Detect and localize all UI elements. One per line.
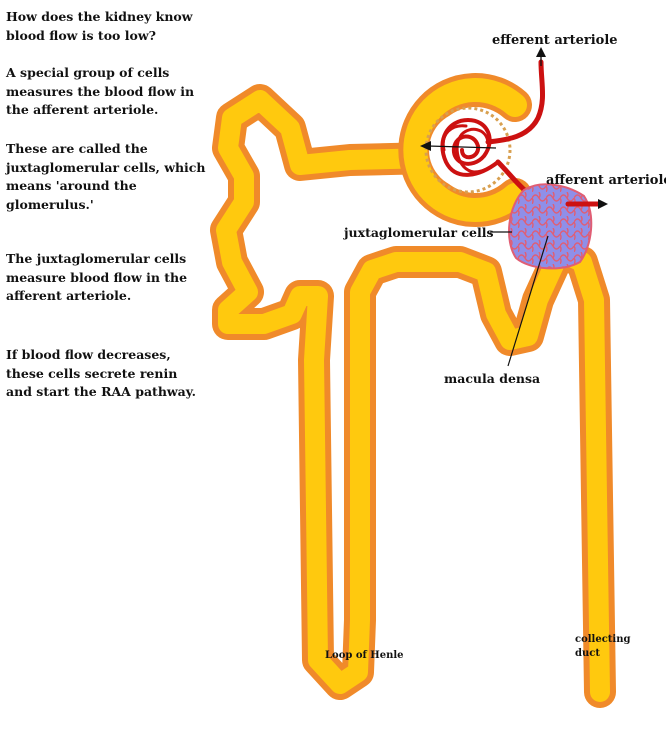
efferent-arrow [536, 47, 546, 66]
intro-called: These are called the juxtaglomerular cel… [6, 141, 206, 212]
label-collecting-duct-line1: collecting [575, 634, 631, 645]
label-macula-densa: macula densa [444, 371, 540, 386]
flow-arrow [420, 141, 497, 151]
intro-measure: The juxtaglomerular cells measure blood … [6, 251, 188, 303]
label-loop-of-henle: Loop of Henle [325, 650, 404, 661]
label-collecting-duct-line2: duct [575, 648, 600, 659]
intro-question: How does the kidney know blood flow is t… [6, 9, 193, 43]
juxtaglomerular-cells-cluster [508, 183, 593, 270]
label-efferent-arteriole: efferent arteriole [492, 33, 618, 48]
label-juxtaglomerular-cells: juxtaglomerular cells [343, 225, 494, 240]
afferent-arrowhead [598, 199, 608, 209]
efferent-arteriole-vessel [485, 59, 545, 145]
nephron-tubule [210, 84, 616, 708]
macula-pointer-line [507, 235, 549, 367]
glomerulus [440, 118, 500, 177]
intro-renin: If blood flow decreases, these cells sec… [6, 347, 196, 399]
intro-answer: A special group of cells measures the bl… [6, 65, 195, 117]
label-afferent-arteriole: afferent arteriole [546, 173, 666, 188]
